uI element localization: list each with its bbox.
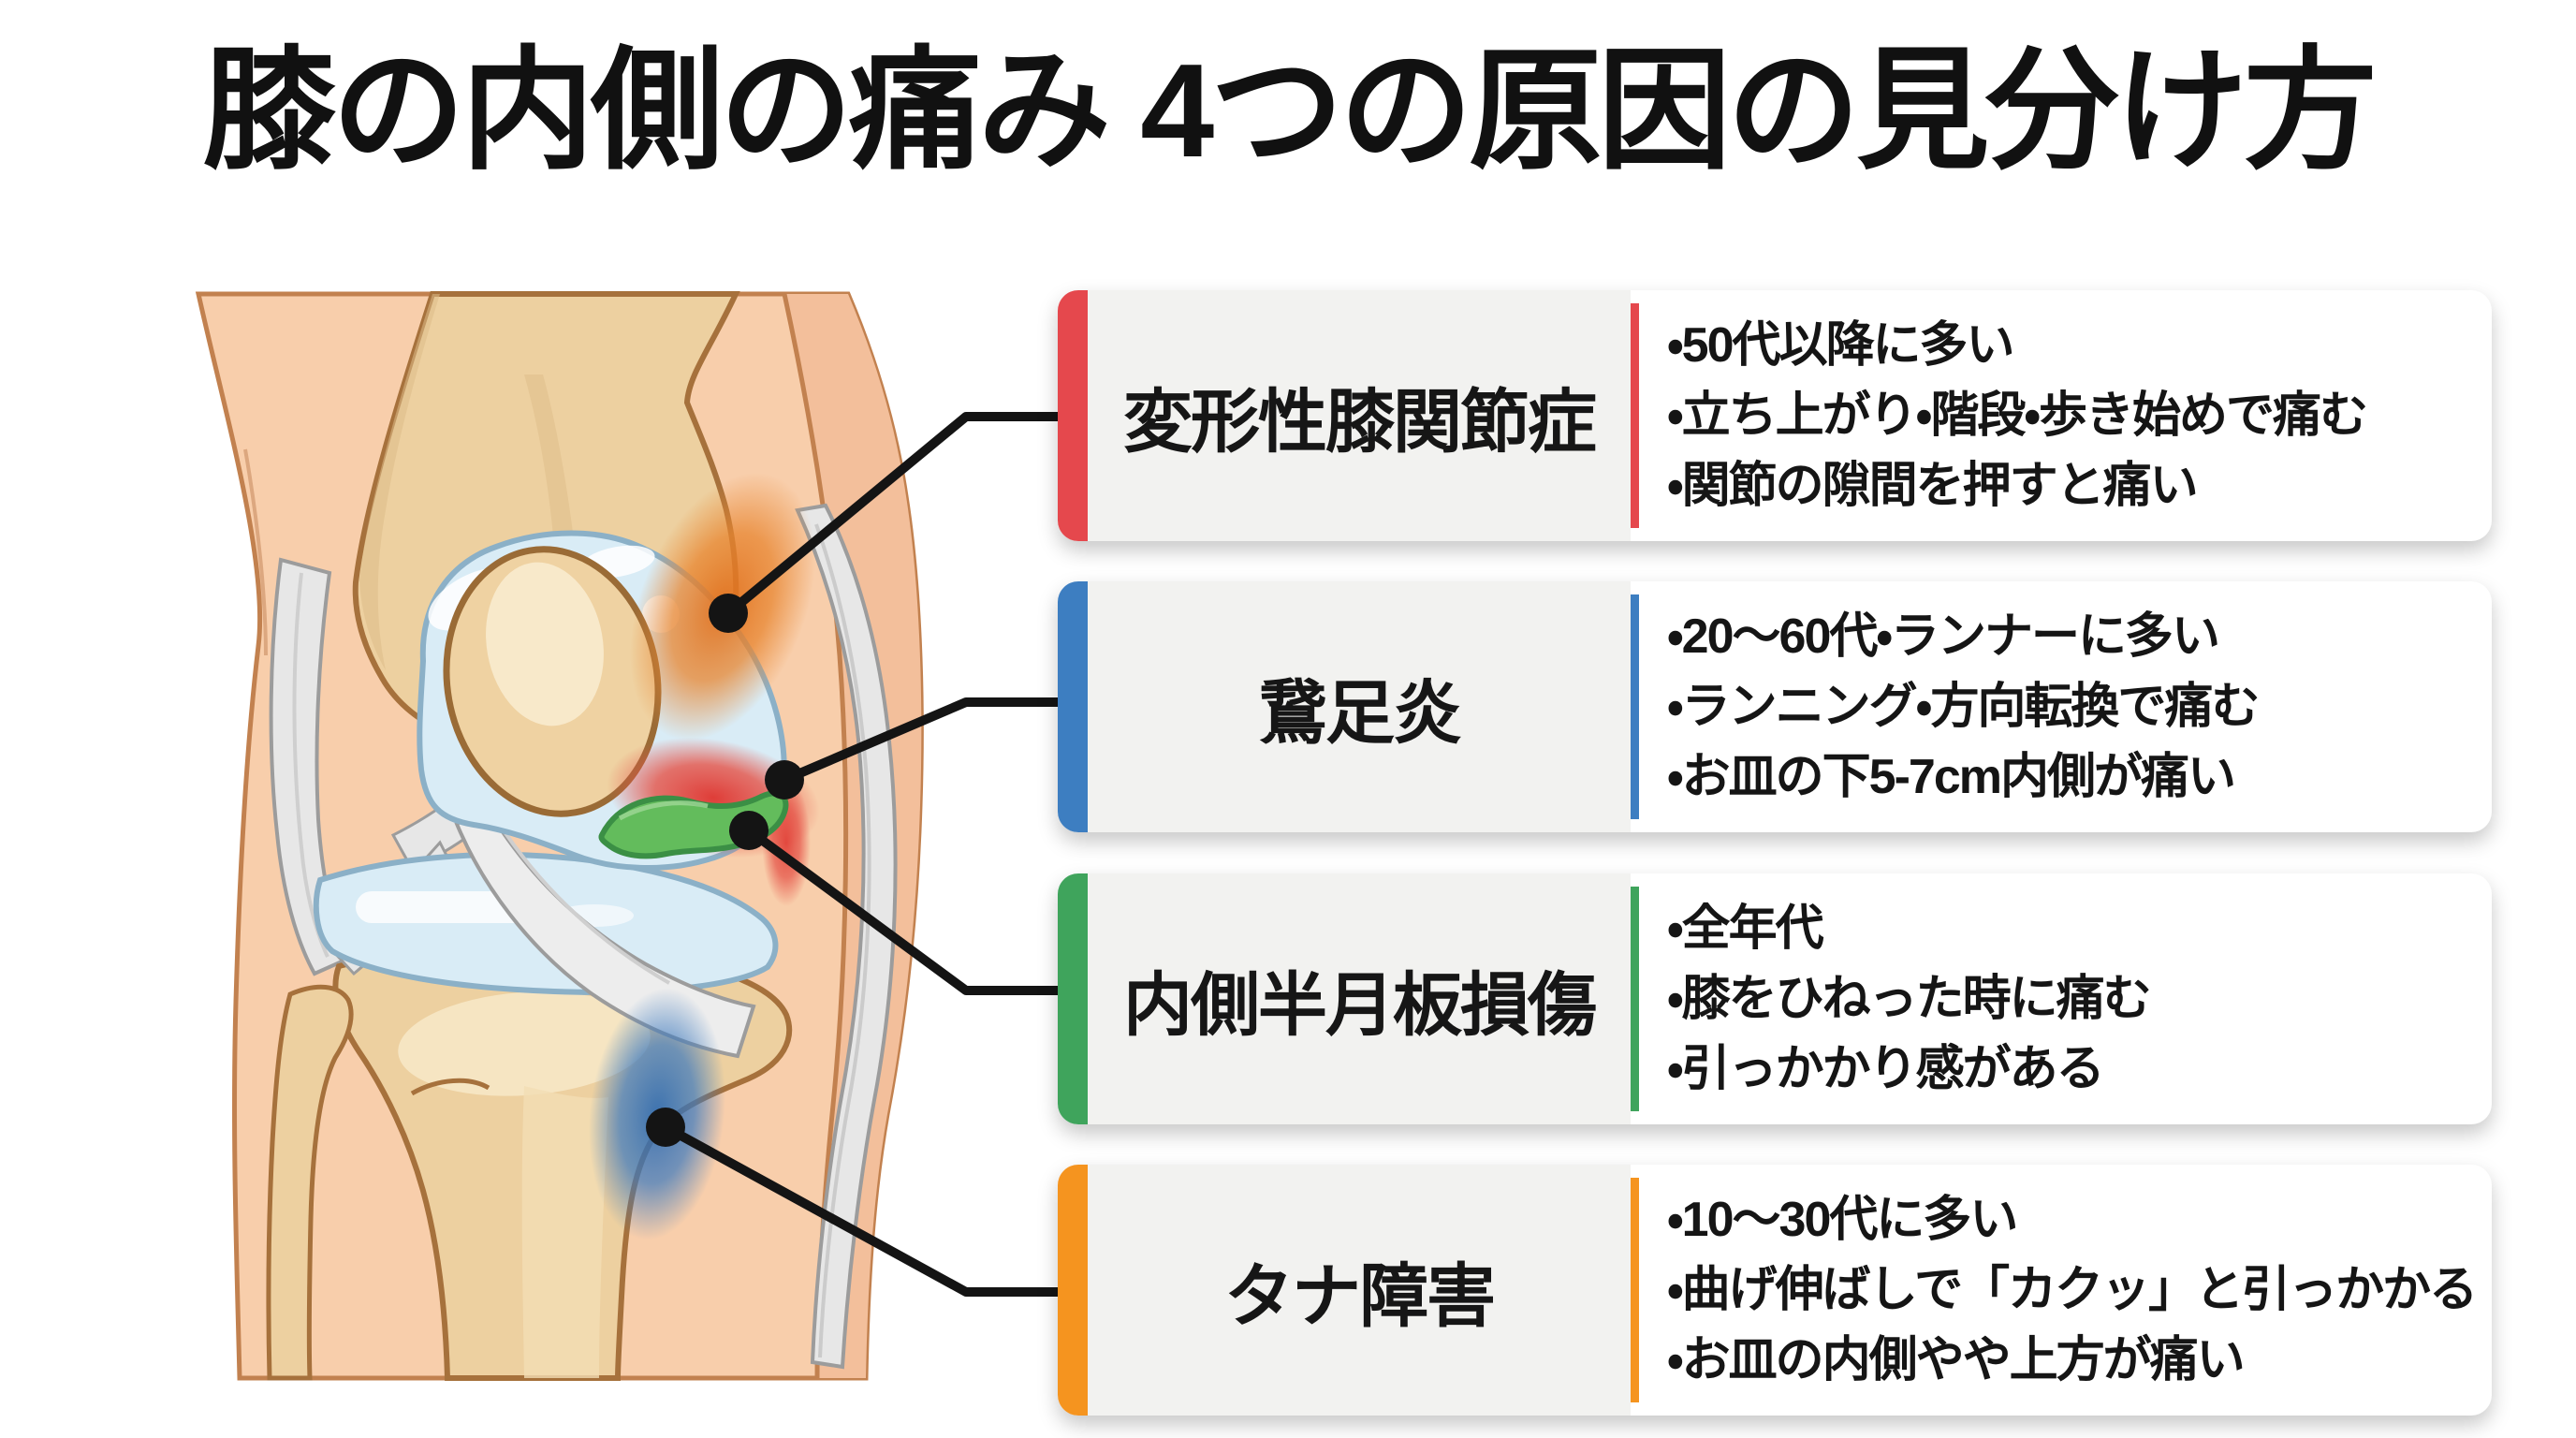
connector-dot-meniscus [729,811,768,850]
card-bullets: ・全年代 ・膝をひねった時に痛む ・引っかかり感がある [1639,873,2492,1124]
skin-shade-strip [784,294,922,1378]
card-label: 鵞足炎 [1258,673,1462,752]
page-title: 膝の内側の痛み 4つの原因の見分け方 [202,37,2377,185]
patella [443,546,662,817]
card-divider [1631,887,1639,1111]
card-color-bar [1058,873,1088,1124]
bullet: ・お皿の内側やや上方が痛い [1667,1332,2246,1387]
connector-line-plica [661,1123,1081,1297]
connector-lines [661,412,1081,1297]
connector-dots [646,594,804,1147]
card-divider [1631,303,1639,528]
bullet: ・10〜30代に多い [1667,1192,2018,1247]
card-medial-meniscus: 内側半月板損傷 ・全年代 ・膝をひねった時に痛む ・引っかかり感がある [1058,873,2492,1124]
card-bullets: ・20〜60代・ランナーに多い ・ランニング・方向転換で痛む ・お皿の下5-7c… [1639,581,2492,832]
card-color-bar [1058,581,1088,832]
card-bullets: ・10〜30代に多い ・曲げ伸ばしで「カクッ」と引っかかる ・お皿の内側やや上方… [1639,1165,2492,1416]
card-label: 変形性膝関節症 [1123,382,1597,461]
connector-dot-pes-anserine [765,760,804,800]
bullet: ・関節の隙間を押すと痛い [1667,458,2199,513]
card-bullets: ・50代以降に多い ・立ち上がり・階段・歩き始めで痛む ・関節の隙間を押すと痛い [1639,290,2492,541]
bullet: ・20〜60代・ランナーに多い [1667,609,2220,664]
bullet: ・50代以降に多い [1667,317,2015,373]
fibula-bone [266,984,354,1381]
card-label-area: 変形性膝関節症 [1088,290,1631,541]
bullet: ・お皿の下5-7cm内側が痛い [1667,749,2236,804]
skin-fold-left [243,448,268,656]
card-plica: タナ障害 ・10〜30代に多い ・曲げ伸ばしで「カクッ」と引っかかる ・お皿の内… [1058,1165,2492,1416]
connector-line-meniscus [744,826,1081,995]
bullet: ・引っかかり感がある [1667,1041,2105,1096]
card-color-bar [1058,290,1088,541]
card-divider [1631,594,1639,819]
lateral-ligament [269,557,351,976]
bullet: ・立ち上がり・階段・歩き始めで痛む [1667,388,2368,443]
connector-dot-plica [646,1108,685,1147]
card-label: 内側半月板損傷 [1123,965,1597,1044]
connector-line-pes-anserine [780,697,1081,785]
card-pes-anserine: 鵞足炎 ・20〜60代・ランナーに多い ・ランニング・方向転換で痛む ・お皿の下… [1058,581,2492,832]
connector-dot-osteoarthritis [709,594,748,633]
card-label: タナ障害 [1224,1256,1496,1335]
card-divider [1631,1178,1639,1402]
card-label-area: タナ障害 [1088,1165,1631,1416]
card-color-bar [1058,1165,1088,1416]
bullet: ・ランニング・方向転換で痛む [1667,679,2260,734]
connector-line-osteoarthritis [724,412,1081,618]
bullet: ・曲げ伸ばしで「カクッ」と引っかかる [1667,1262,2478,1317]
card-osteoarthritis: 変形性膝関節症 ・50代以降に多い ・立ち上がり・階段・歩き始めで痛む ・関節の… [1058,290,2492,541]
bullet: ・膝をひねった時に痛む [1667,971,2152,1026]
card-label-area: 鵞足炎 [1088,581,1631,832]
card-label-area: 内側半月板損傷 [1088,873,1631,1124]
bullet: ・全年代 [1667,901,1824,956]
